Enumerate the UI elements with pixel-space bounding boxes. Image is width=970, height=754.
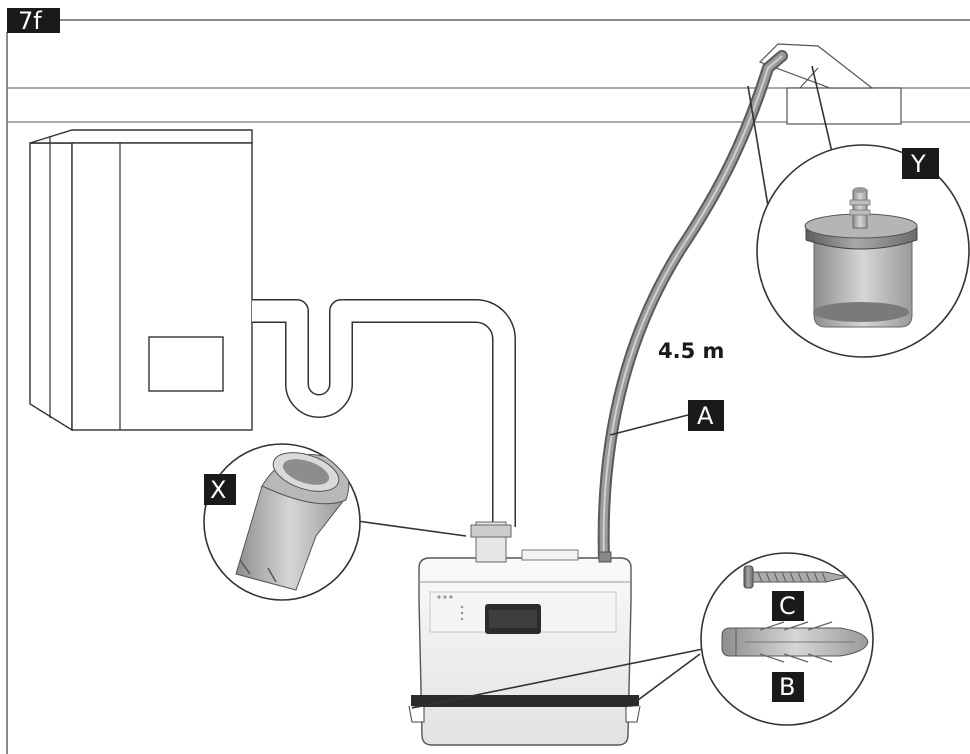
hose-length-text: 4.5 m bbox=[658, 339, 724, 363]
detail-circle-vent-connector bbox=[756, 144, 970, 358]
label-tag-a: A bbox=[688, 400, 724, 431]
pump-base-band bbox=[411, 695, 639, 707]
svg-text:C: C bbox=[779, 592, 796, 620]
wall-plug bbox=[721, 621, 869, 663]
figure-id-tag: 7f bbox=[7, 7, 60, 35]
svg-text:X: X bbox=[210, 476, 226, 504]
svg-text:B: B bbox=[779, 673, 795, 701]
boiler-display-panel bbox=[148, 336, 224, 392]
drain-hose bbox=[597, 50, 788, 566]
detail-circle-adapter bbox=[203, 443, 361, 601]
label-tag-y: Y bbox=[902, 148, 939, 179]
label-tag-x: X bbox=[204, 474, 236, 505]
label-tag-c: C bbox=[772, 591, 804, 621]
figure-id-text: 7f bbox=[18, 7, 42, 35]
screw bbox=[743, 565, 849, 589]
label-tag-b: B bbox=[772, 672, 804, 702]
vent-pipe-fitting bbox=[758, 43, 902, 125]
leader-lines bbox=[349, 65, 833, 709]
svg-text:A: A bbox=[697, 402, 714, 430]
figure-frame bbox=[6, 19, 970, 754]
svg-text:Y: Y bbox=[910, 150, 926, 178]
boiler-unit bbox=[29, 129, 253, 432]
condensate-pump bbox=[408, 521, 641, 746]
condensate-pipe bbox=[252, 299, 516, 527]
detail-circle-fixings bbox=[700, 552, 874, 726]
